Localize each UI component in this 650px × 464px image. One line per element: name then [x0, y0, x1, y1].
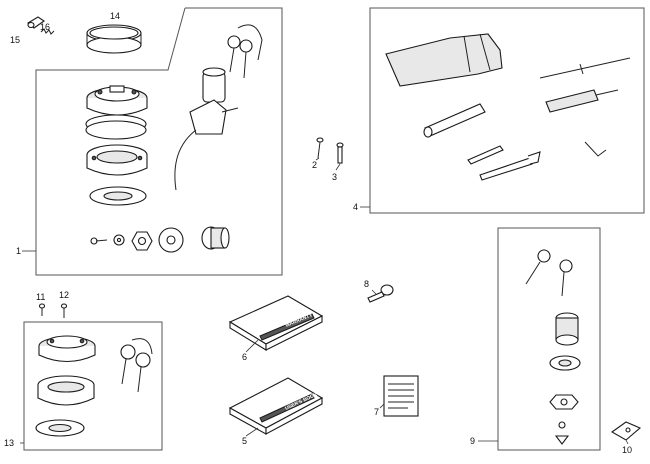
callout-16: 16 [40, 22, 50, 32]
cap-assembly-gasket [35, 419, 85, 437]
callout-4: 4 [353, 202, 358, 212]
ignition-keys-part [227, 24, 263, 79]
washer-part [113, 234, 125, 246]
frame-group-4 [369, 7, 645, 214]
screw-small-part [38, 303, 46, 316]
owners-manual-part: USER'S BOOK [228, 377, 324, 435]
cap-seal-ring [85, 114, 147, 140]
ignition-switch-part [174, 67, 239, 191]
callout-10: 10 [622, 445, 632, 455]
spanner-small-part [467, 145, 504, 165]
callout-11: 11 [36, 292, 45, 302]
frame-group-1 [35, 7, 283, 276]
lock-cylinder-part [201, 226, 230, 250]
callout-7: 7 [374, 407, 379, 417]
callout-3: 3 [332, 172, 337, 182]
callout-14: 14 [110, 11, 120, 21]
frame-group-9 [497, 227, 601, 451]
bolt-part [316, 137, 324, 159]
cap-base-flange [86, 144, 148, 176]
callout-1: 1 [16, 246, 21, 256]
lock-washer-part [549, 355, 581, 371]
lock-barrel-part [555, 312, 579, 346]
callout-6: 6 [242, 352, 247, 362]
callout-13: 13 [4, 438, 14, 448]
screwdriver-bit-part [539, 57, 631, 79]
info-label-part [383, 375, 419, 417]
lock-small-washer-part [558, 421, 566, 429]
box-spanner-part [423, 103, 486, 138]
cap-keys-part [120, 338, 153, 393]
lock-keys-part [525, 249, 573, 297]
cap-base-gasket [89, 186, 147, 206]
callout-2: 2 [312, 160, 317, 170]
spring-part [40, 28, 55, 35]
callout-9: 9 [470, 436, 475, 446]
bolt-long-part [336, 142, 344, 164]
screwdriver-part [545, 89, 619, 113]
cap-plug-part [27, 16, 45, 29]
large-washer-part [158, 227, 184, 253]
callout-12: 12 [59, 290, 69, 300]
spanner-large-part [479, 151, 541, 181]
gasket-ring-part [86, 24, 142, 54]
warranty-book-part: WARRANTY [228, 295, 324, 351]
spare-key-part [367, 284, 394, 303]
hex-nut-part [131, 231, 153, 251]
lock-nut-part [549, 394, 579, 410]
bracket-clip-part [610, 421, 642, 441]
frame-group-13 [23, 321, 163, 451]
lock-screw-part [554, 435, 570, 445]
allen-key-part [584, 141, 607, 157]
callout-8: 8 [364, 279, 369, 289]
fuel-cap-top [86, 85, 148, 116]
cap-assembly-base [37, 375, 95, 406]
callout-5: 5 [242, 436, 247, 446]
tool-pouch-part [385, 33, 503, 87]
cap-assembly-top [38, 335, 96, 363]
bolt-small-part [60, 303, 68, 318]
screw-part [90, 237, 108, 245]
callout-15: 15 [10, 35, 20, 45]
